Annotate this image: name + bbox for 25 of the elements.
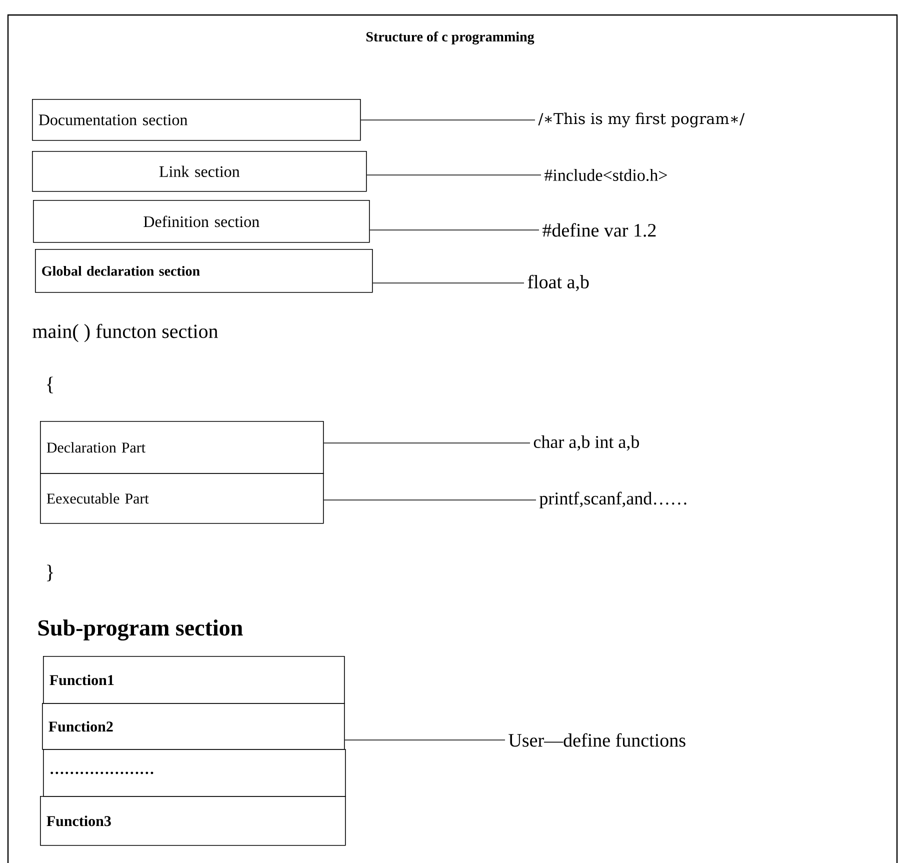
title: Structure of c programming: [366, 32, 534, 44]
section-box: Link section: [32, 151, 367, 192]
section-label: main( ) functon section: [32, 324, 218, 342]
section-box: Global declaration section: [35, 249, 373, 293]
leader-line: [323, 442, 530, 444]
section-box: Function2: [42, 703, 345, 750]
leader-line: [372, 282, 524, 284]
leader-line: [366, 174, 542, 176]
section-box: Function1: [43, 656, 345, 704]
code-text: #define var 1.2: [542, 223, 656, 237]
code-text: float a,b: [528, 274, 589, 292]
section-box: Documentation section: [32, 99, 361, 141]
section-box: Definition section: [33, 200, 370, 243]
section-label: {: [47, 376, 53, 394]
code-text: #include<stdio.h>: [544, 168, 667, 181]
section-box: Function3: [40, 796, 346, 846]
code-text: /∗This is my first pogram∗/: [538, 112, 745, 128]
code-text: printf,scanf,and……: [539, 492, 686, 508]
section-label: Sub-program section: [38, 619, 243, 641]
code-text: User—define functions: [508, 733, 686, 747]
section-box: …………………: [43, 749, 346, 797]
section-label: }: [47, 564, 53, 582]
section-box: Eexecutable Part: [40, 473, 324, 524]
code-text: char a,b int a,b: [534, 435, 639, 451]
section-box: Declaration Part: [40, 421, 324, 474]
